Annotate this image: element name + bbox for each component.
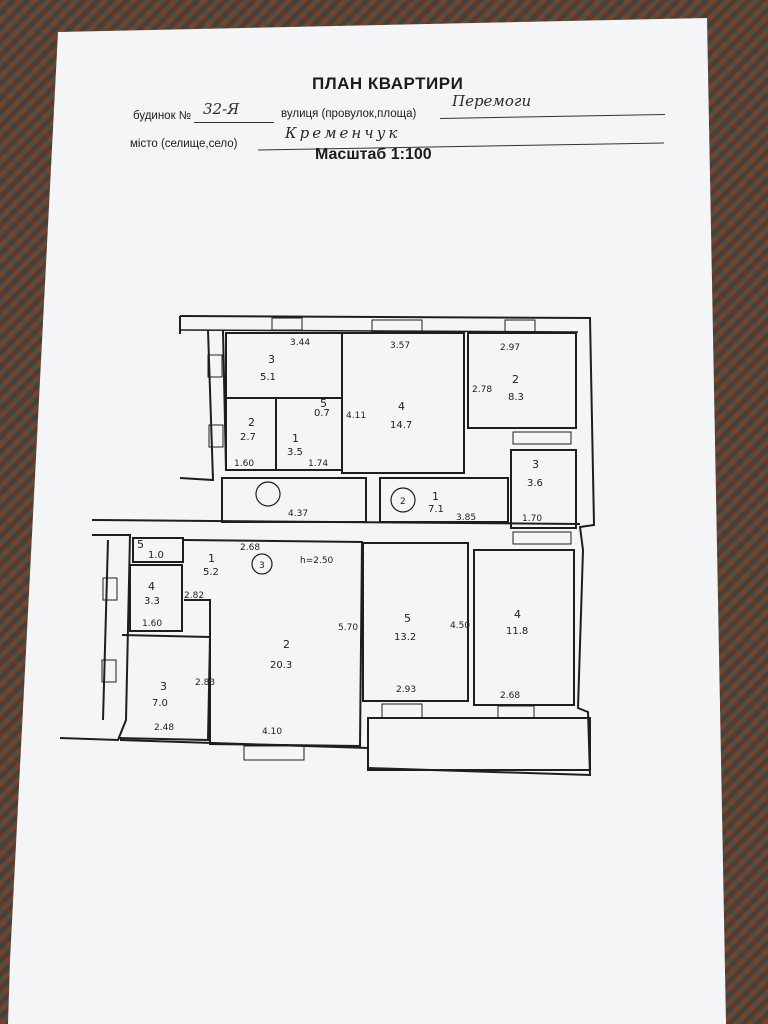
street-label: вулиця (провулок,площа) xyxy=(281,108,417,120)
dimension-label: 4.37 xyxy=(288,509,308,519)
dimension-label: 2.97 xyxy=(500,343,520,353)
room-number: 4 xyxy=(398,400,405,413)
room-number: 3 xyxy=(532,458,539,471)
room-wall xyxy=(225,332,343,399)
page-title: ПЛАН КВАРТИРИ xyxy=(312,74,464,93)
dimension-label: 4.11 xyxy=(346,411,366,421)
scale-label: Масштаб 1:100 xyxy=(315,146,432,163)
room-number: 4 xyxy=(148,580,155,593)
dimension-label: 2.68 xyxy=(500,691,520,701)
dimension-label: 2.82 xyxy=(184,591,204,601)
dimension-label: 2.93 xyxy=(396,685,416,695)
circle-3 xyxy=(251,553,273,575)
dimension-label: h=2.50 xyxy=(300,556,334,566)
house-underline xyxy=(194,122,274,123)
dimension-label: 2.68 xyxy=(240,543,260,553)
room-area: 20.3 xyxy=(270,660,292,671)
house-label: будинок № xyxy=(133,110,192,122)
dimension-label: 1.60 xyxy=(234,459,254,469)
room-area: 11.8 xyxy=(506,626,528,637)
room-area: 3.6 xyxy=(527,478,543,489)
room-area: 0.7 xyxy=(314,408,330,419)
street-value: Перемоги xyxy=(452,92,532,110)
room-area: 8.3 xyxy=(508,392,524,403)
city-value: Кременчук xyxy=(285,124,401,142)
room-area: 3.5 xyxy=(287,447,303,458)
dimension-label: 5.70 xyxy=(338,623,358,633)
dimension-label: 2.78 xyxy=(472,385,492,395)
room-number: 1 xyxy=(432,490,439,503)
dimension-label: 1.74 xyxy=(308,459,328,469)
house-value: 32-Я xyxy=(203,100,240,118)
room-number: 3 xyxy=(160,680,167,693)
room-number: 4 xyxy=(514,608,521,621)
dimension-label: 3.85 xyxy=(456,513,476,523)
room-area: 14.7 xyxy=(390,420,412,431)
room-area: 7.0 xyxy=(152,698,168,709)
dimension-label: 1.70 xyxy=(522,514,542,524)
room-number: 5 xyxy=(320,397,327,410)
room-area: 7.1 xyxy=(428,504,444,515)
dimension-label: 2.48 xyxy=(154,723,174,733)
circle-2 xyxy=(390,487,416,513)
dimension-label: 3.57 xyxy=(390,341,410,351)
room-area: 5.2 xyxy=(203,567,219,578)
room-number: 2 xyxy=(283,638,290,651)
room-number: 1 xyxy=(208,552,215,565)
dimension-label: 3.44 xyxy=(290,338,310,348)
room-number: 5 xyxy=(137,538,144,551)
dimension-label: 4.10 xyxy=(262,727,282,737)
city-label: місто (селище,село) xyxy=(130,138,238,150)
room-number: 2 xyxy=(512,373,519,386)
room-number: 1 xyxy=(292,432,299,445)
circle-1 xyxy=(255,481,281,507)
circle-number: 2 xyxy=(400,497,406,507)
circle-number: 3 xyxy=(259,561,265,571)
room-number: 5 xyxy=(404,612,411,625)
room-area: 1.0 xyxy=(148,550,164,561)
dimension-label: 4.50 xyxy=(450,621,470,631)
room-number: 3 xyxy=(268,353,275,366)
dimension-label: 2.83 xyxy=(195,678,215,688)
room-area: 3.3 xyxy=(144,596,160,607)
room-area: 2.7 xyxy=(240,432,256,443)
dimension-label: 1.60 xyxy=(142,619,162,629)
room-area: 13.2 xyxy=(394,632,416,643)
room-number: 2 xyxy=(248,416,255,429)
room-area: 5.1 xyxy=(260,372,276,383)
